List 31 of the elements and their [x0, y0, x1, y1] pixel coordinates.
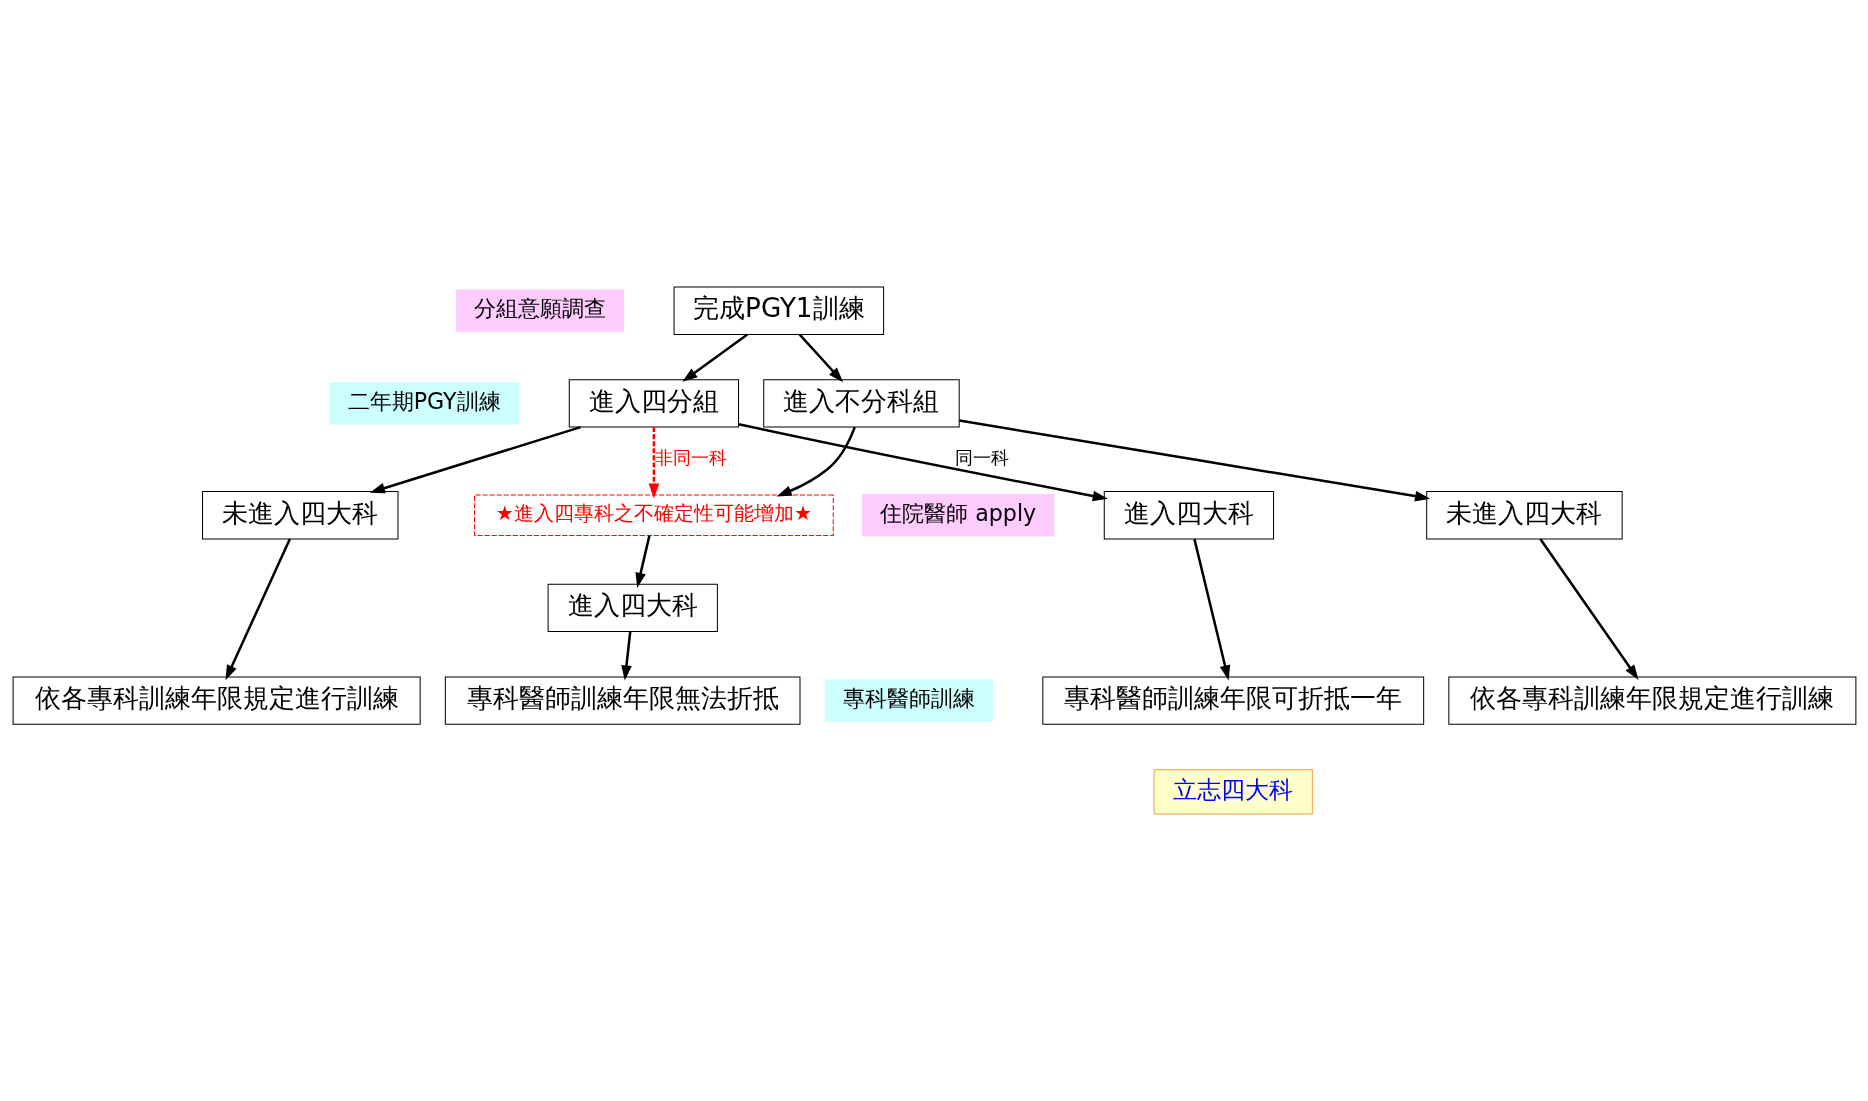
arrow	[737, 423, 1108, 502]
node-box: 立志四大科	[1153, 769, 1313, 815]
node-box: 依各專科訓練年限規定進行訓練	[12, 676, 421, 725]
label: 二年期PGY訓練	[347, 388, 501, 415]
node-box: 完成PGY1訓練	[673, 286, 884, 335]
arrow	[776, 426, 856, 497]
arrow	[369, 425, 581, 494]
node-box: 進入四大科	[547, 583, 718, 633]
node-box: 未進入四大科	[201, 491, 398, 540]
node-box: ★進入四專科之不確定性可能增加★	[473, 494, 834, 536]
node-box: 進入四分組	[568, 379, 739, 428]
arrow	[681, 333, 748, 382]
arrow	[958, 419, 1430, 502]
arrow	[1192, 538, 1230, 681]
node-box: 進入不分科組	[762, 379, 960, 428]
arrow	[224, 538, 291, 681]
node-box: 依各專科訓練年限規定進行訓練	[1447, 676, 1856, 725]
label: 住院醫師 apply	[879, 499, 1036, 526]
label: 專科醫師訓練	[842, 685, 975, 712]
arrow	[798, 333, 843, 383]
node-box: 未進入四大科	[1425, 491, 1623, 540]
edge-label: 非同一科	[654, 446, 727, 468]
arrow	[620, 631, 632, 681]
label: 分組意願調查	[473, 295, 606, 322]
node-box: 進入四大科	[1103, 491, 1274, 540]
arrow	[1538, 538, 1639, 680]
edge-label: 同一科	[954, 446, 1009, 468]
arrow	[648, 427, 659, 499]
arrow	[634, 535, 651, 588]
node-box: 專科醫師訓練年限無法折抵	[444, 676, 800, 725]
node-box: 專科醫師訓練年限可折抵一年	[1041, 676, 1424, 725]
